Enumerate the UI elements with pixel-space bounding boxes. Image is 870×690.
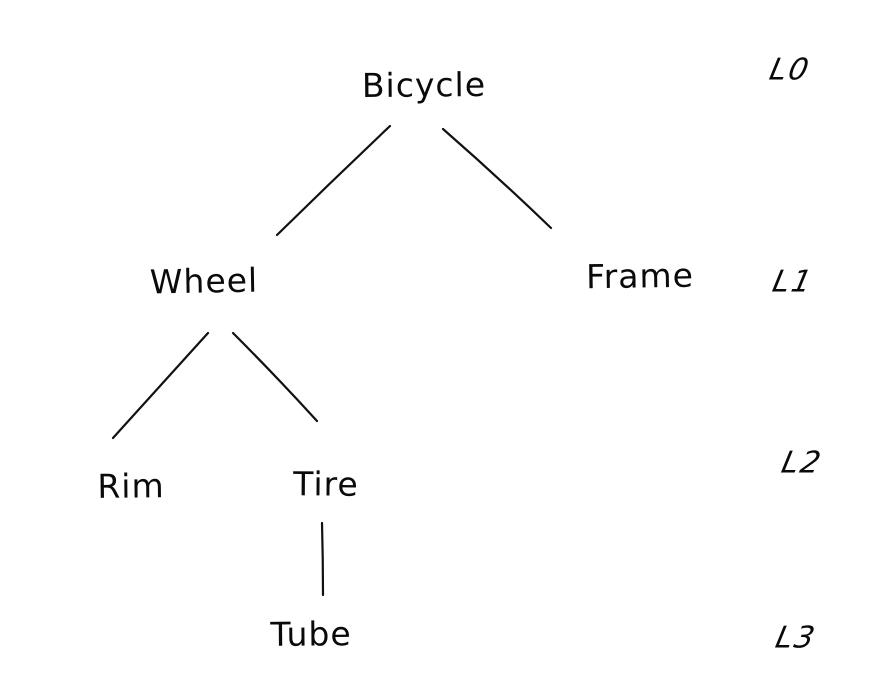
node-tube: Tube bbox=[270, 614, 352, 654]
edge-wheel-rim bbox=[111, 331, 210, 440]
node-tire: Tire bbox=[293, 464, 359, 504]
edge-bicycle-wheel bbox=[275, 124, 392, 237]
node-bicycle: Bicycle bbox=[361, 64, 487, 106]
level-label-l0: L0 bbox=[766, 52, 814, 88]
node-wheel: Wheel bbox=[149, 260, 259, 302]
edge-bicycle-frame bbox=[441, 127, 553, 230]
edge-tire-tube bbox=[320, 521, 325, 597]
level-label-l2: L2 bbox=[778, 445, 826, 481]
level-label-l3: L3 bbox=[772, 620, 820, 656]
edge-wheel-tire bbox=[231, 331, 319, 423]
node-rim: Rim bbox=[97, 466, 165, 506]
node-frame: Frame bbox=[585, 255, 695, 297]
level-label-l1: L1 bbox=[769, 264, 817, 300]
